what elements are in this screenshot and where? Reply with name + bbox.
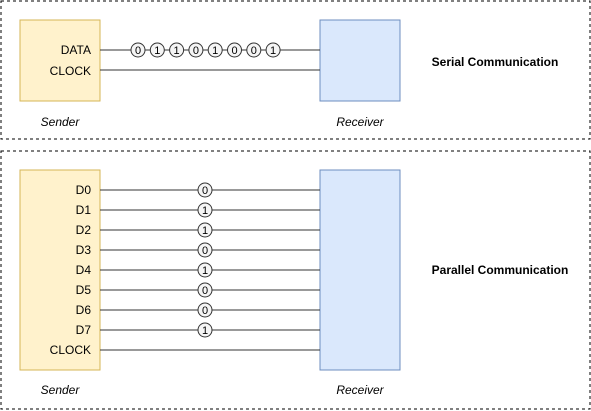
bit-value: 1 xyxy=(202,325,208,337)
serial-bit: 0 xyxy=(130,42,146,58)
serial-bit: 1 xyxy=(169,42,185,58)
bit-circle xyxy=(246,42,262,58)
parallel-receiver-caption: Receiver xyxy=(336,383,384,397)
serial-bit: 0 xyxy=(227,42,242,58)
bit-circle xyxy=(197,242,213,258)
bit-value: 0 xyxy=(202,245,208,257)
bit-circle xyxy=(197,282,213,298)
serial-data-label: DATA xyxy=(61,43,91,57)
parallel-frame xyxy=(0,150,591,410)
bit-value: 1 xyxy=(154,45,160,57)
line-label: D6 xyxy=(76,303,92,317)
serial-sender-caption: Sender xyxy=(41,115,81,129)
bit-value: 1 xyxy=(212,45,218,57)
serial-bit: 1 xyxy=(149,42,165,58)
bit-circle xyxy=(265,42,281,58)
bit-value: 0 xyxy=(135,45,141,57)
bit-circle xyxy=(197,222,213,238)
parallel-clock-label: CLOCK xyxy=(50,343,91,357)
serial-section: DATA CLOCK 0 1 1 0 1 0 0 1 Sender Receiver Seri… xyxy=(0,0,591,140)
serial-frame xyxy=(0,0,591,140)
line-label: D5 xyxy=(76,283,92,297)
line-label: D7 xyxy=(76,323,92,337)
parallel-line-d2: D2 1 xyxy=(76,222,320,238)
parallel-bit: 0 xyxy=(197,182,213,198)
line-label: D1 xyxy=(76,203,92,217)
bit-value: 0 xyxy=(202,185,208,197)
parallel-sender-caption: Sender xyxy=(41,383,81,397)
parallel-line-d5: D5 0 xyxy=(76,282,320,298)
parallel-line-d7: D7 1 xyxy=(76,322,320,338)
bit-value: 0 xyxy=(231,45,237,57)
parallel-bit: 0 xyxy=(197,302,213,318)
parallel-line-d0: D0 0 xyxy=(76,182,320,198)
bit-circle xyxy=(188,42,204,58)
bit-circle xyxy=(197,322,213,338)
parallel-line-d6: D6 0 xyxy=(76,302,320,318)
bit-circle xyxy=(197,202,213,218)
bit-value: 1 xyxy=(202,265,208,277)
bit-value: 0 xyxy=(202,285,208,297)
serial-bit-stream: 0 1 1 0 1 0 0 1 xyxy=(130,42,281,58)
parallel-bit: 1 xyxy=(197,202,213,218)
bit-value: 0 xyxy=(251,45,257,57)
bit-circle xyxy=(169,42,185,58)
parallel-bit: 0 xyxy=(197,282,213,298)
parallel-bit: 1 xyxy=(197,322,213,338)
parallel-receiver-box xyxy=(319,169,401,371)
serial-sender-box xyxy=(19,19,101,102)
bit-value: 1 xyxy=(270,45,276,57)
serial-receiver-caption: Receiver xyxy=(336,115,384,129)
parallel-line-d3: D3 0 xyxy=(76,242,320,258)
parallel-bit: 1 xyxy=(197,222,213,238)
bit-circle xyxy=(227,42,242,58)
bit-value: 0 xyxy=(193,45,199,57)
line-label: D0 xyxy=(76,183,92,197)
serial-bit: 0 xyxy=(188,42,204,58)
parallel-title: Parallel Communication xyxy=(432,263,569,277)
bit-circle xyxy=(197,302,213,318)
bit-value: 1 xyxy=(174,45,180,57)
parallel-bit: 0 xyxy=(197,242,213,258)
line-label: D2 xyxy=(76,223,92,237)
serial-bit: 0 xyxy=(246,42,262,58)
serial-receiver-box xyxy=(319,19,401,102)
bit-circle xyxy=(197,262,213,278)
bit-circle xyxy=(197,182,213,198)
parallel-line-d1: D1 1 xyxy=(76,202,320,218)
parallel-sender-box xyxy=(19,169,101,371)
bit-value: 1 xyxy=(202,225,208,237)
bit-circle xyxy=(149,42,165,58)
parallel-bit: 1 xyxy=(197,262,213,278)
bit-value: 1 xyxy=(202,205,208,217)
serial-bit: 1 xyxy=(207,42,223,58)
serial-bit: 1 xyxy=(265,42,281,58)
line-label: D3 xyxy=(76,243,92,257)
serial-title: Serial Communication xyxy=(432,55,559,69)
line-label: D4 xyxy=(76,263,92,277)
bit-value: 0 xyxy=(202,305,208,317)
bit-circle xyxy=(207,42,223,58)
serial-clock-label: CLOCK xyxy=(50,64,91,78)
parallel-line-d4: D4 1 xyxy=(76,262,320,278)
bit-circle xyxy=(130,42,146,58)
